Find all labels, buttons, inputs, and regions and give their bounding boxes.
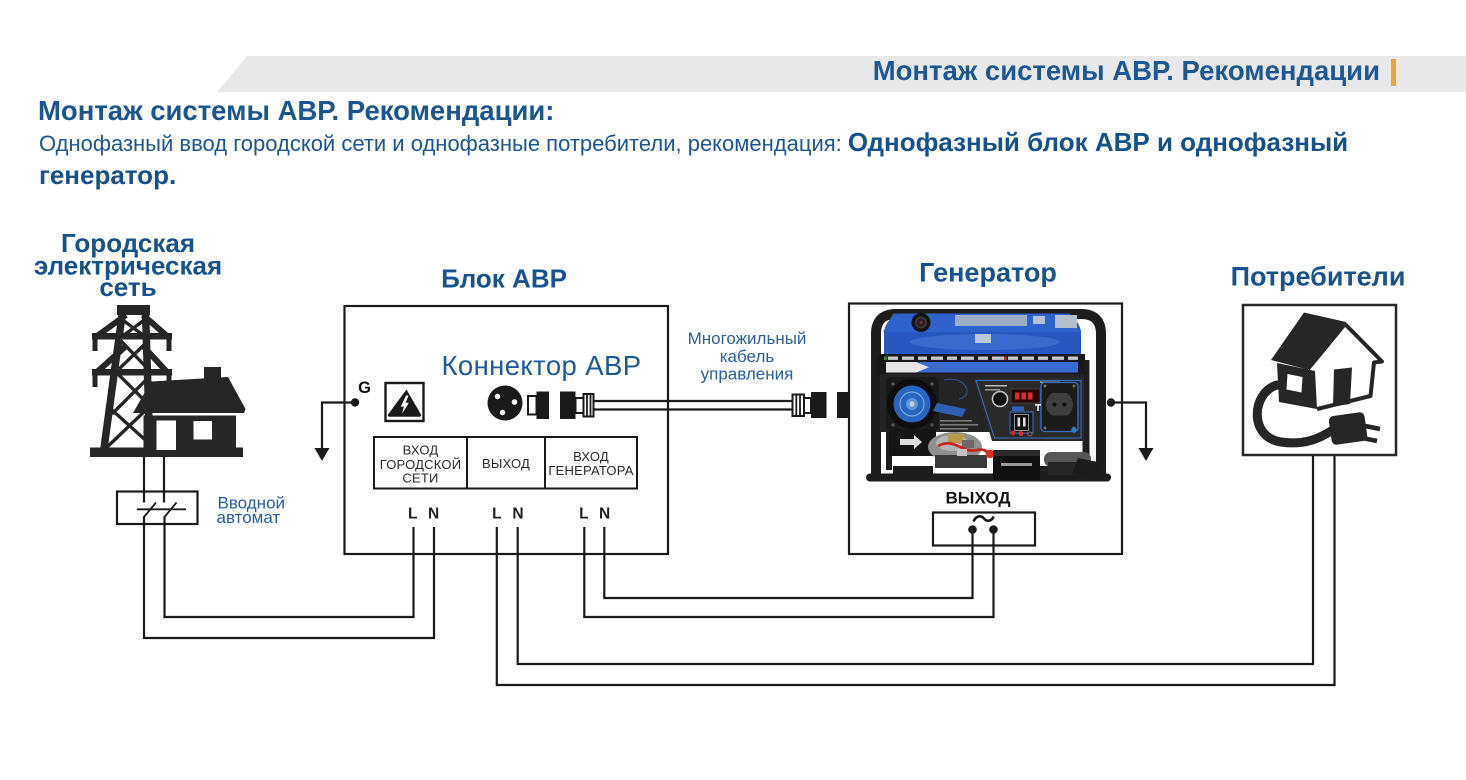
svg-text:Потребители: Потребители: [1231, 262, 1406, 292]
svg-text:Блок АВР: Блок АВР: [441, 264, 567, 294]
svg-text:Генератор: Генератор: [919, 258, 1057, 288]
svg-text:ГЕНЕРАТОРА: ГЕНЕРАТОРА: [548, 463, 633, 478]
svg-text:ВХОД: ВХОД: [573, 449, 609, 464]
svg-text:N: N: [512, 506, 523, 523]
svg-text:Многожильный: Многожильный: [688, 329, 807, 348]
svg-text:Коннектор АВР: Коннектор АВР: [441, 350, 641, 381]
svg-text:кабель: кабель: [720, 347, 775, 366]
svg-text:N: N: [428, 506, 439, 523]
svg-text:СЕТИ: СЕТИ: [402, 471, 438, 486]
svg-text:управления: управления: [701, 365, 794, 384]
svg-text:L: L: [492, 506, 501, 523]
svg-text:N: N: [599, 506, 610, 523]
svg-text:L: L: [579, 506, 588, 523]
svg-text:ВХОД: ВХОД: [403, 443, 439, 458]
svg-text:электрическая: электрическая: [34, 251, 222, 281]
svg-text:L: L: [408, 506, 417, 523]
svg-text:ВЫХОД: ВЫХОД: [946, 489, 1011, 508]
svg-text:автомат: автомат: [217, 508, 281, 527]
svg-text:G: G: [358, 379, 371, 397]
svg-text:ГОРОДСКОЙ: ГОРОДСКОЙ: [380, 457, 462, 472]
svg-text:Городская: Городская: [61, 228, 195, 258]
svg-text:Вводной: Вводной: [218, 494, 286, 513]
svg-text:ВЫХОД: ВЫХОД: [482, 456, 530, 471]
svg-text:сеть: сеть: [99, 272, 156, 302]
